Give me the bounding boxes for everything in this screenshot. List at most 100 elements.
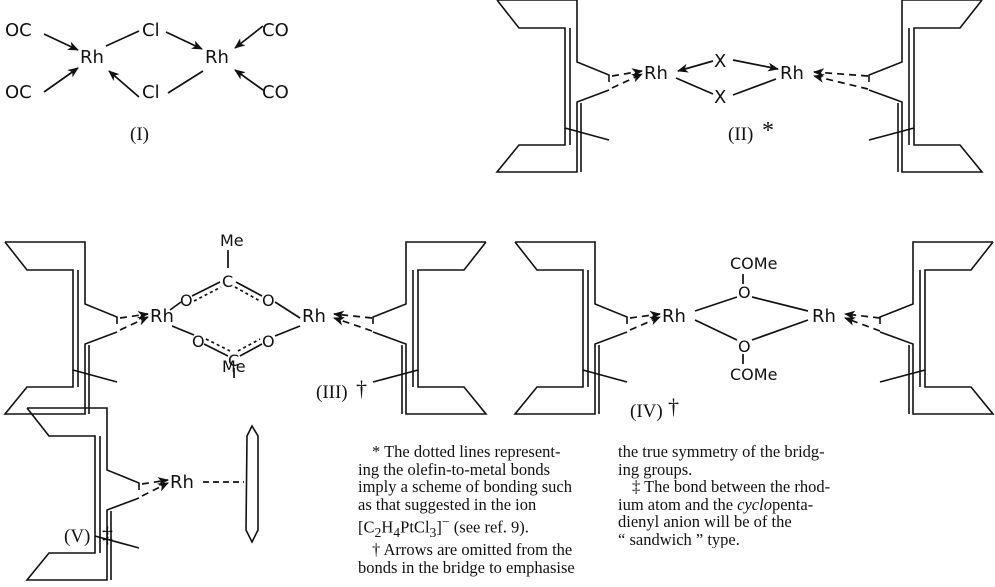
IV-bond-rh-o-bottom — [694, 319, 738, 341]
I-label: (I) — [130, 124, 149, 145]
IV-label: (IV) — [630, 401, 663, 422]
IV-o-bottom: O — [738, 337, 751, 356]
IV-cyclooctadiene-right — [879, 241, 994, 415]
I-rh-left: Rh — [80, 47, 104, 68]
I-bond-oc-rh-top — [43, 33, 79, 51]
III-rh-left: Rh — [150, 306, 174, 327]
footnote-ddagger-line-4: “ sandwich ” type. — [618, 529, 740, 548]
III-rh-right: Rh — [302, 306, 326, 327]
IV-come-top: COMe — [730, 254, 777, 273]
footnote-star-line-4: as that suggested in the ion — [358, 494, 537, 514]
III-o-bottom-right: O — [262, 332, 275, 351]
IV-olefin-bond-right-2 — [844, 317, 881, 332]
I-cl-top: Cl — [142, 20, 160, 41]
V-cyclooctadiene — [26, 407, 140, 581]
IV-olefin-bond-right-1 — [844, 310, 881, 320]
II-olefin-bond-left-2 — [611, 73, 643, 89]
III-cyclooctadiene-right — [372, 241, 487, 415]
III-olefin-bond-right-2 — [333, 316, 373, 332]
IV-dagger: † — [668, 394, 679, 419]
structure-V: Rh (V) ‡ — [26, 407, 259, 581]
footnote-dagger-line-4: ing groups. — [618, 459, 693, 479]
ion-h: H — [381, 517, 394, 537]
II-bond-x-rh-top-right — [732, 59, 779, 72]
III-bond-c-o-top-right — [235, 281, 263, 297]
I-bond-oc-rh-bottom — [43, 67, 79, 93]
structure-II: Rh X X Rh (II) * — [496, 0, 983, 173]
III-bond-o-c-bottom-left — [203, 343, 229, 357]
III-o-top-left: O — [180, 291, 193, 310]
ion-sub-cl: 3 — [429, 524, 437, 540]
III-c-bottom: C — [228, 351, 239, 370]
structure-III: Rh Me C O O O O C Me Rh (III) † — [4, 231, 487, 415]
III-bond-o-c-top-left — [191, 281, 221, 297]
III-bond-rh-o-bottom-left — [171, 325, 195, 336]
IV-olefin-bond-left-2 — [629, 316, 661, 331]
III-bond-c-o-bottom-right — [239, 343, 263, 357]
I-bond-cl-rh-top — [165, 31, 203, 50]
I-rh-right: Rh — [205, 47, 229, 68]
II-olefin-bond-right-2 — [813, 73, 869, 90]
III-label: (III) — [316, 382, 348, 403]
III-dagger: † — [356, 376, 367, 401]
I-bond-rh-cl-top — [105, 30, 140, 47]
footnote-ddagger-line-1: ‡ The bond between the rhod- — [632, 477, 831, 496]
ion-charge: − — [441, 514, 450, 529]
III-olefin-bond-left-1 — [119, 310, 149, 320]
III-olefin-bond-right-1 — [333, 310, 373, 320]
III-bond-c-o-top-right-dashed — [234, 286, 261, 302]
III-c-top: C — [222, 272, 233, 291]
ion-ptcl: PtCl — [400, 517, 430, 537]
II-x-top: X — [714, 51, 726, 72]
III-o-bottom-left: O — [192, 332, 205, 351]
III-o-top-right: O — [262, 291, 275, 310]
IV-rh-left: Rh — [662, 306, 686, 327]
IV-olefin-bond-left-1 — [629, 310, 661, 320]
III-olefin-bond-left-2 — [119, 316, 149, 331]
III-bond-o-rh-bottom-right — [274, 325, 301, 337]
III-bond-o-c-bottom-left-dashed — [205, 338, 231, 352]
I-bond-cl-rh-bottom — [108, 70, 140, 98]
III-bond-c-o-bottom-right-dashed — [237, 338, 261, 352]
ddagger-text-italic: cyclo — [737, 494, 772, 514]
footnote-column-left: * The dotted lines represent- ing the ol… — [358, 443, 605, 576]
footnote-dagger-line-3: the true symmetry of the bridg- — [618, 443, 825, 461]
II-rh-left: Rh — [644, 63, 668, 84]
ion-bracket-close: ] — [436, 517, 442, 537]
footnote-dagger-line-2: bonds in the bridge to emphasise — [358, 557, 575, 577]
II-asterisk: * — [762, 118, 774, 144]
V-double-dagger: ‡ — [102, 522, 113, 547]
I-bond-co-rh-top — [234, 25, 264, 49]
III-me-top: Me — [220, 231, 244, 250]
III-bond-o-c-top-left-dashed — [193, 286, 222, 302]
III-cyclooctadiene-left — [4, 241, 118, 415]
IV-o-top: O — [738, 283, 751, 302]
II-bond-rh-x-bottom-left — [675, 77, 714, 95]
IV-bond-o-rh-bottom — [751, 319, 809, 341]
structure-I: OC OC Rh Cl Cl Rh CO CO (I) — [5, 20, 289, 145]
footnote-column-right: the true symmetry of the bridg- ing grou… — [618, 443, 995, 548]
footnote-star-line-5: [C2H4PtCl3]− (see ref. 9). — [358, 513, 605, 541]
V-rh: Rh — [170, 472, 194, 493]
III-me-bottom: Me — [222, 357, 246, 376]
III-bond-rh-o-top-left — [169, 301, 182, 311]
II-cyclooctadiene-left — [496, 0, 610, 173]
III-bond-o-rh-top-right — [274, 301, 301, 319]
IV-cyclooctadiene-left — [514, 241, 628, 415]
footnote-ddagger-line-2: ium atom and the cyclopenta- — [618, 494, 995, 514]
II-cyclooctadiene-right — [868, 0, 983, 173]
ion-sub-c: 2 — [374, 524, 382, 540]
footnote-star-line-2: ing the olefin-to-metal bonds — [358, 459, 550, 479]
ddagger-text-pre: ium atom and the — [618, 494, 738, 514]
II-olefin-bond-right-1 — [813, 68, 869, 78]
footnote-star-line-3: imply a scheme of bonding such — [358, 477, 573, 496]
ion-bracket-open: [C — [358, 517, 375, 537]
II-bond-x-rh-bottom-right — [732, 78, 777, 96]
IV-bond-rh-o-top — [694, 296, 738, 312]
ion-ref: (see ref. 9). — [449, 517, 529, 537]
I-co-bottom-right: CO — [262, 82, 289, 103]
footnote-ddagger-line-3: dienyl anion will be of the — [618, 512, 792, 531]
footnote-star-line-1: * The dotted lines represent- — [372, 442, 561, 461]
